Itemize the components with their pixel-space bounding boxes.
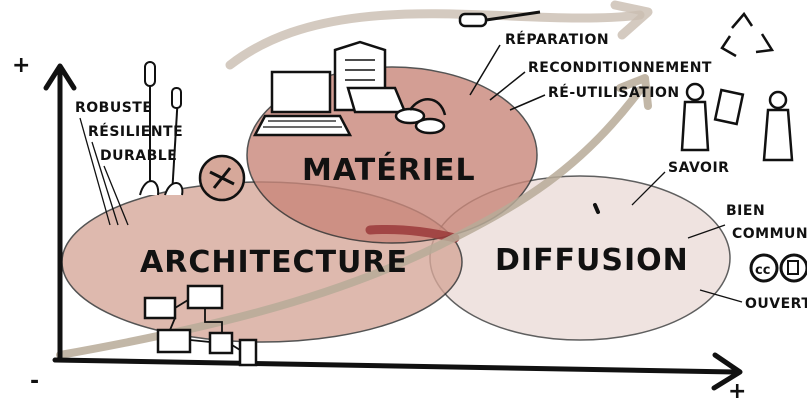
note-line-resiliente — [91, 141, 119, 226]
cattail-icon — [139, 61, 184, 196]
growth-arrow-back-head — [610, 0, 653, 40]
note-ouvert: OUVERT — [745, 296, 807, 312]
creative-commons-badge: cc — [749, 253, 807, 283]
overlap-band — [365, 224, 460, 243]
note-resiliente: RÉSILIENTE — [88, 123, 183, 140]
growth-arrow-back — [225, 9, 645, 70]
diffusion-label: DIFFUSION — [495, 243, 689, 278]
y-axis-plus: + — [12, 53, 30, 78]
growth-arrow-head — [616, 74, 652, 110]
note-robuste: ROBUSTE — [75, 100, 152, 116]
note-line-durable — [103, 165, 129, 226]
computer-icon — [333, 40, 407, 114]
network-diagram-icon — [143, 284, 258, 367]
screwdriver-icon — [458, 10, 541, 28]
note-commun: COMMUN — [732, 226, 807, 242]
note-line-robuste — [79, 117, 111, 226]
note-reconditionnement: RECONDITIONNEMENT — [528, 60, 712, 76]
x-axis — [52, 357, 738, 375]
note-reutilisation: RÉ-UTILISATION — [548, 84, 680, 101]
materiel-label: MATÉRIEL — [302, 152, 476, 188]
note-line-savoir — [631, 171, 666, 206]
y-axis-arrowhead — [43, 63, 77, 91]
note-bien: BIEN — [726, 203, 765, 219]
x-axis-minus: - — [30, 369, 39, 394]
note-line-reutilisation — [509, 94, 546, 111]
x-axis-arrowhead — [711, 352, 743, 391]
architecture-label: ARCHITECTURE — [140, 245, 408, 280]
headphones-icon — [394, 98, 447, 135]
x-axis-plus: + — [728, 379, 746, 401]
compass-icon — [198, 154, 246, 202]
recycle-icon — [720, 11, 775, 58]
svg-text:cc: cc — [755, 263, 770, 278]
note-reparation: RÉPARATION — [505, 31, 609, 48]
note-line-commun — [687, 224, 726, 239]
note-savoir: SAVOIR — [668, 160, 729, 176]
note-line-reconditionnement — [489, 71, 526, 101]
note-line-reparation — [469, 44, 501, 96]
people-icon — [680, 82, 794, 162]
laptop-icon — [252, 70, 353, 137]
note-durable: DURABLE — [100, 148, 177, 164]
note-line-ouvert — [699, 289, 743, 303]
ink-mark — [593, 203, 600, 214]
